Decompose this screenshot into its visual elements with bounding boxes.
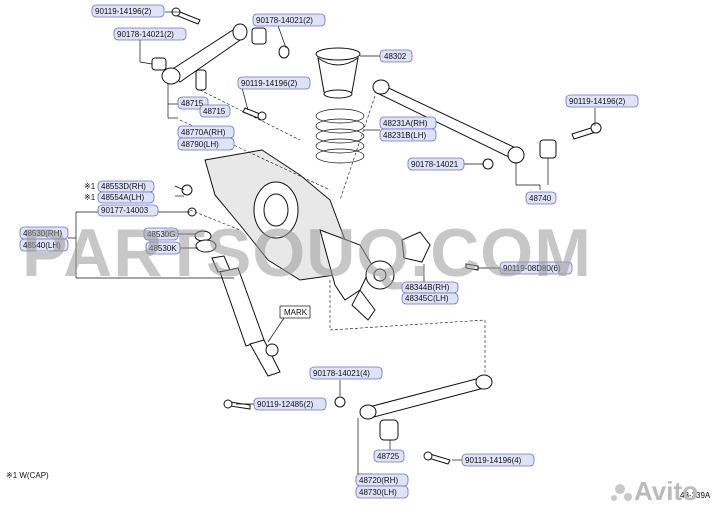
abs-sensor-bracket: [401, 231, 479, 271]
label-p10[interactable]: 48231A(RH): [379, 116, 437, 130]
star-mark-2: ※1: [84, 193, 96, 202]
svg-text:48553D(RH): 48553D(RH): [101, 182, 146, 191]
label-p15[interactable]: 48553D(RH): [97, 180, 155, 193]
svg-text:48715: 48715: [181, 99, 204, 108]
label-p29[interactable]: 48725: [373, 449, 405, 463]
svg-text:90178-14021(4): 90178-14021(4): [313, 369, 370, 378]
svg-text:48720(RH): 48720(RH): [359, 476, 398, 485]
svg-text:90119-14196(2): 90119-14196(2): [241, 79, 298, 88]
label-p2[interactable]: 90178-14021(2): [252, 13, 326, 27]
label-p9[interactable]: 48790(LH): [177, 137, 235, 151]
diagram-id: 48-339A: [680, 491, 711, 500]
svg-text:48345C(LH): 48345C(LH): [405, 294, 449, 303]
svg-text:48540(LH): 48540(LH): [23, 241, 61, 250]
label-p21[interactable]: 48530K: [145, 241, 181, 255]
svg-text:90177-14003: 90177-14003: [101, 206, 149, 215]
svg-text:48530K: 48530K: [149, 244, 177, 253]
svg-text:48715: 48715: [203, 107, 226, 116]
label-p28[interactable]: 90119-14196(4): [461, 453, 535, 467]
label-p4[interactable]: 48302: [379, 49, 413, 63]
label-p8[interactable]: 48770A(RH): [177, 125, 235, 139]
star-mark-1: ※1: [84, 182, 96, 191]
lower-control-arm: [223, 374, 493, 465]
label-p26[interactable]: 90178-14021(4): [309, 366, 383, 380]
svg-text:90178-14021(2): 90178-14021(2): [117, 30, 174, 39]
svg-text:Avito: Avito: [634, 476, 698, 506]
label-p25[interactable]: MARK: [279, 305, 311, 319]
svg-text:48730(LH): 48730(LH): [359, 488, 397, 497]
label-p13[interactable]: 90178-14021: [407, 157, 465, 171]
label-p14[interactable]: 48740: [525, 191, 557, 205]
footnote: ※1 W(CAP): [6, 471, 49, 480]
svg-text:48770A(RH): 48770A(RH): [181, 128, 226, 137]
label-p16[interactable]: 48554A(LH): [97, 191, 155, 204]
svg-text:48790(LH): 48790(LH): [181, 140, 219, 149]
label-p1[interactable]: 90119-14196(2): [91, 4, 165, 18]
svg-text:90119-14196(2): 90119-14196(2): [95, 7, 152, 16]
shock-absorber: [181, 184, 281, 377]
svg-text:90119-08D80(6): 90119-08D80(6): [503, 264, 561, 273]
label-p30[interactable]: 48720(RH): [355, 473, 409, 487]
watermark: PARTSOUQ.COM: [22, 215, 592, 291]
svg-text:90119-14196(4): 90119-14196(4): [465, 456, 522, 465]
svg-text:48554A(LH): 48554A(LH): [101, 193, 144, 202]
rear-axle-carrier: [204, 149, 395, 321]
svg-text:48740: 48740: [529, 194, 552, 203]
label-p11[interactable]: 48231B(LH): [379, 128, 437, 142]
svg-text:48530G: 48530G: [147, 230, 175, 239]
label-p3[interactable]: 90178-14021(2): [113, 27, 187, 41]
upper-control-arm-left: [151, 7, 290, 121]
svg-text:90119-14196(2): 90119-14196(2): [569, 97, 626, 106]
label-p7[interactable]: 48715: [199, 104, 231, 118]
label-p20[interactable]: 48530G: [143, 227, 179, 241]
label-p6[interactable]: 48715: [177, 96, 209, 110]
label-p31[interactable]: 48730(LH): [355, 485, 409, 499]
label-p17[interactable]: 90177-14003: [97, 204, 159, 217]
coil-spring: [315, 47, 365, 164]
label-p27[interactable]: 90119-12485(2): [253, 397, 327, 411]
svg-text:48530(RH): 48530(RH): [23, 229, 62, 238]
svg-text:48302: 48302: [384, 52, 407, 61]
label-p12[interactable]: 90119-14196(2): [565, 94, 639, 108]
svg-text:MARK: MARK: [284, 308, 308, 317]
svg-text:90178-14021: 90178-14021: [411, 160, 459, 169]
lateral-control-arm-right: [372, 79, 602, 170]
svg-text:90119-12485(2): 90119-12485(2): [257, 400, 314, 409]
svg-text:48231A(RH): 48231A(RH): [383, 119, 428, 128]
avito-logo: Avito: [611, 476, 698, 506]
svg-text:48231B(LH): 48231B(LH): [383, 131, 426, 140]
svg-text:48344B(RH): 48344B(RH): [405, 283, 450, 292]
label-p5[interactable]: 90119-14196(2): [237, 76, 311, 90]
label-p24[interactable]: 48345C(LH): [401, 292, 459, 305]
label-p22[interactable]: 90119-08D80(6): [499, 261, 573, 275]
label-p19[interactable]: 48540(LH): [19, 238, 69, 252]
svg-text:48725: 48725: [377, 452, 400, 461]
svg-text:90178-14021(2): 90178-14021(2): [256, 16, 313, 25]
